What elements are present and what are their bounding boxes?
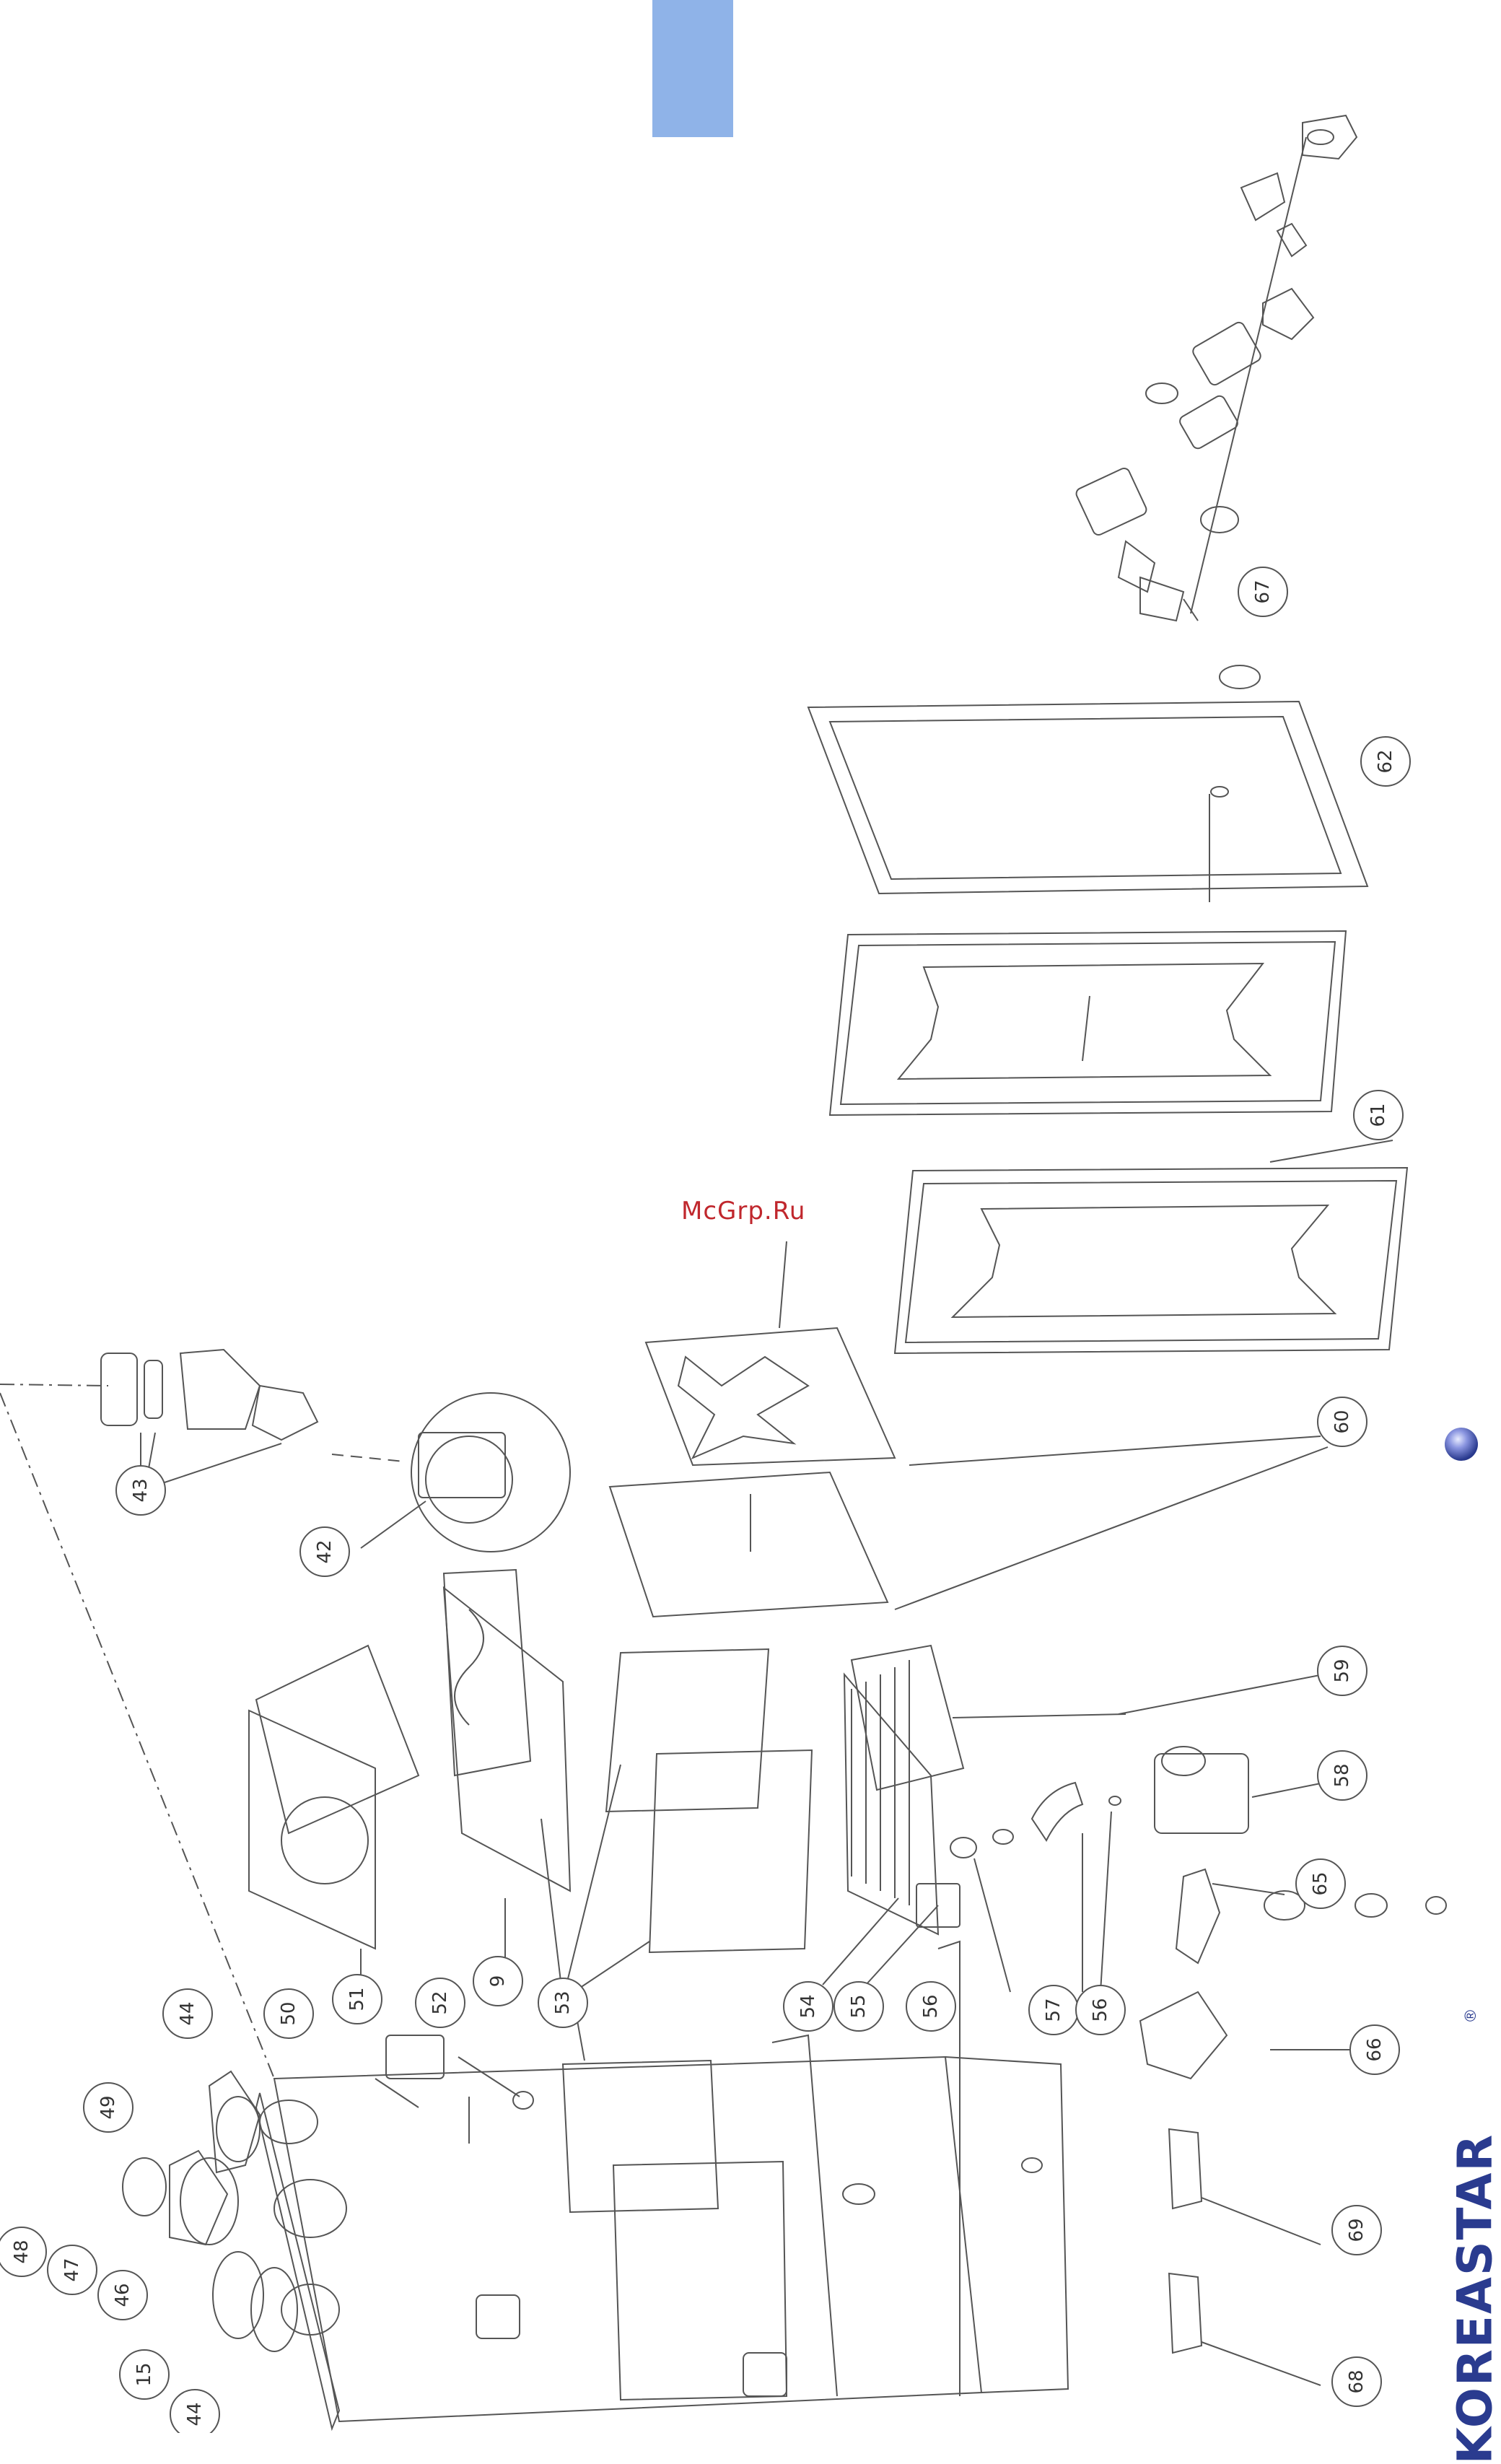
part-chamber-panel-lower: [895, 1140, 1407, 1353]
callout-52: 52: [416, 1978, 465, 2027]
callout-48: 48: [0, 2227, 46, 2276]
callout-15: 15: [120, 2350, 169, 2399]
part-left-flue-rings: [123, 2035, 444, 2351]
callout-65: 65: [1296, 1859, 1345, 1908]
callout-number: 53: [552, 1991, 574, 2014]
callout-number: 66: [1364, 2037, 1386, 2061]
callout-number: 56: [1090, 1998, 1111, 2022]
callout-44: 44: [163, 1989, 212, 2038]
callout-54: 54: [784, 1982, 833, 2031]
callout-number: 51: [346, 1987, 368, 2011]
callout-number: 57: [1043, 1998, 1064, 2022]
callout-number: 44: [184, 2402, 206, 2426]
callout-42: 42: [300, 1527, 349, 1576]
callout-56: 56: [1076, 1985, 1125, 2035]
part-burner-block: [823, 1646, 963, 1985]
callout-number: 52: [429, 1991, 451, 2014]
callout-number: 50: [278, 2001, 299, 2025]
part-valve-assembly: [1075, 115, 1357, 621]
callout-47: 47: [48, 2245, 97, 2294]
callout-number: 48: [11, 2240, 32, 2263]
callout-number: 49: [97, 2095, 119, 2119]
callout-68: 68: [1332, 2357, 1381, 2406]
part-chamber-panel-upper: [830, 931, 1346, 1115]
callout-9: 9: [473, 1957, 522, 2006]
part-fittings: [950, 1783, 1121, 1992]
callout-number: 54: [797, 1994, 819, 2018]
callout-57: 57: [1029, 1985, 1078, 2035]
callout-46: 46: [98, 2271, 147, 2320]
callout-number: 61: [1367, 1103, 1389, 1127]
callout-number: 58: [1331, 1763, 1353, 1787]
callout-44: 44: [170, 2390, 219, 2433]
callout-number: 15: [134, 2362, 155, 2386]
callout-number: 65: [1310, 1871, 1331, 1895]
callout-56: 56: [906, 1982, 955, 2031]
callout-53: 53: [538, 1978, 587, 2027]
callout-55: 55: [834, 1982, 883, 2031]
callout-49: 49: [84, 2083, 133, 2132]
callout-61: 61: [1354, 1091, 1403, 1140]
callout-58: 58: [1318, 1751, 1367, 1800]
callout-60: 60: [1318, 1397, 1367, 1446]
callout-number: 56: [920, 1994, 942, 2018]
callout-62: 62: [1361, 737, 1410, 786]
callout-number: 62: [1375, 749, 1396, 773]
part-insulation-plate-lower: [610, 1447, 1328, 1617]
callout-number: 47: [61, 2258, 83, 2281]
callout-67: 67: [1238, 567, 1287, 616]
callout-number: 46: [112, 2283, 134, 2307]
part-fan: [332, 1393, 570, 1552]
callout-number: 59: [1331, 1659, 1353, 1682]
callout-number: 55: [848, 1994, 870, 2018]
part-front-frame: [249, 1646, 419, 1992]
callout-number: 42: [314, 1539, 336, 1563]
callout-number: 68: [1346, 2369, 1367, 2393]
part-connector-strips: [1169, 2129, 1321, 2385]
callout-number: 67: [1252, 580, 1274, 603]
callout-number: 9: [487, 1975, 509, 1988]
part-burner-plates: [541, 1649, 812, 2400]
callout-66: 66: [1350, 2025, 1399, 2074]
part-water-block: [1140, 1869, 1446, 2079]
callout-51: 51: [333, 1975, 382, 2024]
callout-69: 69: [1332, 2206, 1381, 2255]
callout-43: 43: [116, 1466, 165, 1515]
callout-50: 50: [264, 1989, 313, 2038]
callout-number: 60: [1331, 1410, 1353, 1433]
callout-59: 59: [1318, 1646, 1367, 1695]
callout-number: 43: [130, 1478, 152, 1502]
part-top-plate: [808, 665, 1367, 902]
part-thermocouple: [953, 1671, 1342, 1718]
part-flue-connector: [101, 1350, 318, 1483]
callout-number: 44: [177, 2001, 198, 2025]
part-gas-valve: [1155, 1747, 1342, 1833]
callout-number: 69: [1346, 2218, 1367, 2242]
